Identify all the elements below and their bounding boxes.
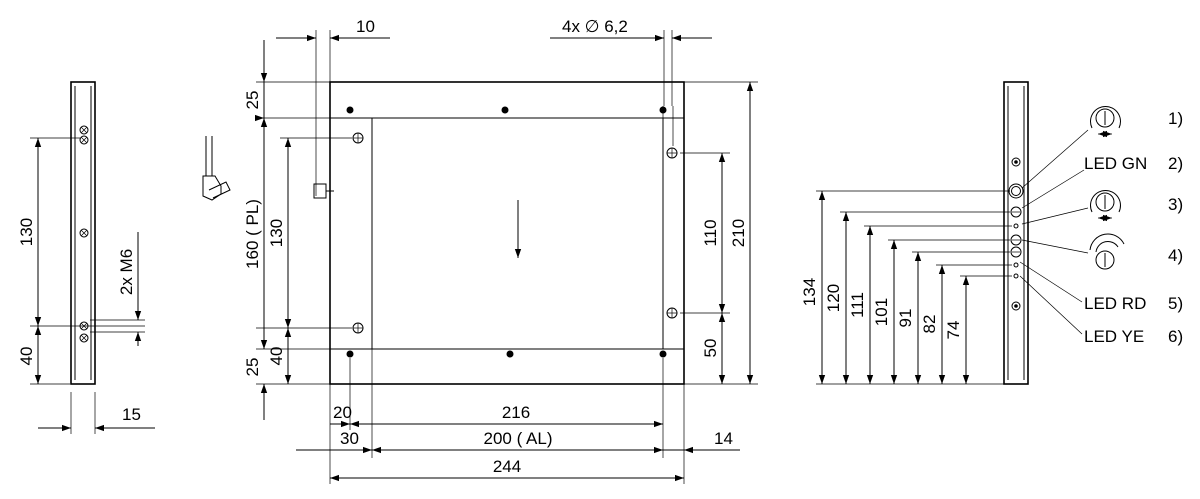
dim-hole-offset: 10 <box>356 17 375 36</box>
dim-bottom-14: 14 <box>714 429 733 448</box>
dim-side-130: 130 <box>17 218 36 246</box>
dim-right-110: 110 <box>701 219 720 246</box>
dim-conn-134: 134 <box>800 278 819 306</box>
connector-dimensions: 134 120 111 101 91 82 74 <box>800 190 1012 385</box>
legend: 1) LED GN 2) 3) 4) LED RD 5) LED YE 6) <box>1084 109 1183 346</box>
legend-label-led-ye: LED YE <box>1084 327 1144 346</box>
dim-bottom-al: 200 ( AL) <box>484 429 553 448</box>
connector-plug-icon <box>202 136 231 201</box>
dim-right-210: 210 <box>729 219 748 247</box>
legend-num-3: 3) <box>1168 195 1183 214</box>
legend-num-1: 1) <box>1168 109 1183 128</box>
dim-bottom-30: 30 <box>340 429 359 448</box>
legend-num-2: 2) <box>1168 154 1183 173</box>
legend-label-led-gn: LED GN <box>1084 154 1147 173</box>
legend-label-led-rd: LED RD <box>1084 294 1146 313</box>
dim-conn-101: 101 <box>872 298 891 326</box>
right-side-profile <box>1003 81 1029 385</box>
dim-conn-74: 74 <box>944 321 963 340</box>
dim-conn-91: 91 <box>896 309 915 328</box>
dim-side-m6: 2x M6 <box>117 249 136 295</box>
potentiometer-icon <box>1090 190 1121 222</box>
dim-conn-82: 82 <box>920 315 939 334</box>
dim-right-50: 50 <box>701 339 720 358</box>
dim-inner-130: 130 <box>267 219 286 247</box>
side-screw <box>79 125 89 343</box>
dim-pl: 160 ( PL) <box>243 199 262 269</box>
potentiometer-icon <box>1090 106 1121 138</box>
front-view <box>313 81 685 385</box>
legend-leaders <box>1019 129 1089 335</box>
dim-bottom-216: 216 <box>502 403 530 422</box>
dim-conn-120: 120 <box>824 284 843 312</box>
dim-inner-40: 40 <box>267 347 286 366</box>
legend-num-4: 4) <box>1168 246 1183 265</box>
front-dimensions: 10 4x ∅ 6,2 25 160 ( PL) 25 130 40 110 5… <box>243 17 758 484</box>
left-side-profile: 130 40 2x M6 15 <box>17 81 155 434</box>
potentiometer-icon <box>1089 233 1125 270</box>
dim-conn-111: 111 <box>848 292 867 318</box>
dim-top-margin: 25 <box>243 91 262 110</box>
dim-side-15: 15 <box>122 405 141 424</box>
dim-bottom-20: 20 <box>333 403 352 422</box>
dim-bottom-244: 244 <box>493 457 521 476</box>
legend-num-6: 6) <box>1168 327 1183 346</box>
mounting-hole <box>352 132 678 334</box>
dim-side-40: 40 <box>17 347 36 366</box>
legend-num-5: 5) <box>1168 294 1183 313</box>
dim-hole-diameter: 4x ∅ 6,2 <box>562 17 628 36</box>
dim-bottom-margin: 25 <box>243 358 262 377</box>
